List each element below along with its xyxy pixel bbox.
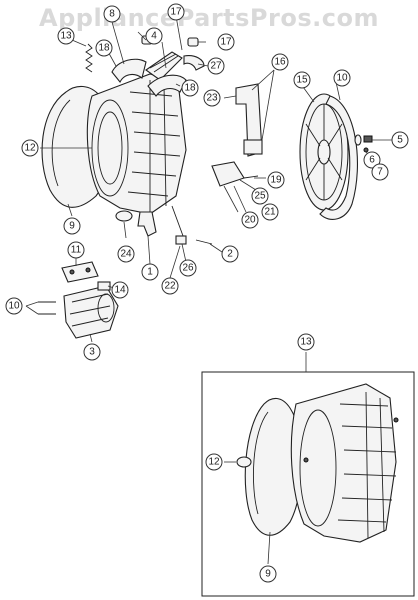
callout: 16 [271,53,289,71]
callout: 1 [141,263,159,281]
callout: 21 [261,203,279,221]
svg-text:18: 18 [98,43,110,54]
bracket-11 [61,261,99,283]
svg-text:27: 27 [210,61,222,72]
part-20-21 [211,161,245,187]
callout: 4 [145,27,163,45]
inset-frame [201,371,415,597]
callout: 17 [217,33,235,51]
svg-text:12: 12 [24,143,36,154]
callout: 5 [391,131,409,149]
gasket-inset [244,397,303,536]
spring-13 [85,43,93,73]
svg-text:5: 5 [397,135,403,146]
screw-2 [195,239,213,245]
callout: 6 [363,151,381,169]
callout: 9 [63,217,81,235]
svg-text:12: 12 [208,457,220,468]
callout: 26 [179,259,197,277]
bracket-23 [235,83,263,157]
callout: 3 [83,343,101,361]
callout: 13 [297,333,315,351]
svg-text:21: 21 [264,207,276,218]
hose-8 [111,58,147,84]
callout: 10 [5,297,23,315]
callout: 20 [241,211,259,229]
svg-text:14: 14 [114,285,126,296]
svg-text:6: 6 [369,155,375,166]
svg-text:17: 17 [170,7,182,18]
callout: 7 [371,163,389,181]
svg-text:22: 22 [164,281,176,292]
svg-text:2: 2 [227,249,233,260]
callout: 17 [167,3,185,21]
outer-tub-upper [86,73,187,215]
svg-text:18: 18 [184,83,196,94]
bracket-14 [97,281,111,291]
svg-text:4: 4 [151,31,157,42]
svg-text:13: 13 [60,31,72,42]
svg-text:23: 23 [206,93,218,104]
hose-27 [183,55,205,71]
svg-text:17: 17 [220,37,232,48]
svg-text:25: 25 [254,191,266,202]
seal-12-inset [236,456,252,468]
drain-hose-1 [137,211,157,237]
svg-text:7: 7 [377,167,383,178]
svg-text:24: 24 [120,249,132,260]
outer-tub-inset [290,383,397,543]
callout: 12 [21,139,39,157]
callout: 13 [57,27,75,45]
svg-text:8: 8 [109,9,115,20]
motor-3 [63,285,119,339]
svg-text:9: 9 [265,569,271,580]
watermark: AppliancePartsPros.com [39,4,379,32]
nut-7 [363,147,369,153]
callout: 8 [103,5,121,23]
callout: 9 [259,565,277,583]
callout: 25 [251,187,269,205]
callout: 18 [181,79,199,97]
svg-text:10: 10 [8,301,20,312]
svg-text:20: 20 [244,215,256,226]
bolt-5 [363,135,373,143]
screw-19 [243,175,259,179]
hose-18 [147,74,187,97]
clip-22 [175,235,187,245]
callout: 23 [203,89,221,107]
svg-text:9: 9 [69,221,75,232]
svg-text:13: 13 [300,337,312,348]
callout: 15 [293,71,311,89]
callout: 19 [267,171,285,189]
callout: 22 [161,277,179,295]
callout: 14 [111,281,129,299]
svg-text:15: 15 [296,75,308,86]
svg-text:19: 19 [270,175,282,186]
svg-text:10: 10 [336,73,348,84]
callout: 10 [333,69,351,87]
washer-6 [354,134,362,146]
belt-10 [319,95,358,220]
clamp-17b [187,37,199,47]
svg-text:3: 3 [89,347,95,358]
svg-text:26: 26 [182,263,194,274]
callout: 27 [207,57,225,75]
callout: 12 [205,453,223,471]
callout: 24 [117,245,135,263]
svg-text:11: 11 [71,245,82,256]
svg-text:1: 1 [147,267,153,278]
foot-24 [115,210,133,222]
callout: 11 [67,241,85,259]
callout: 18 [95,39,113,57]
svg-text:16: 16 [274,57,286,68]
callout: 2 [221,245,239,263]
